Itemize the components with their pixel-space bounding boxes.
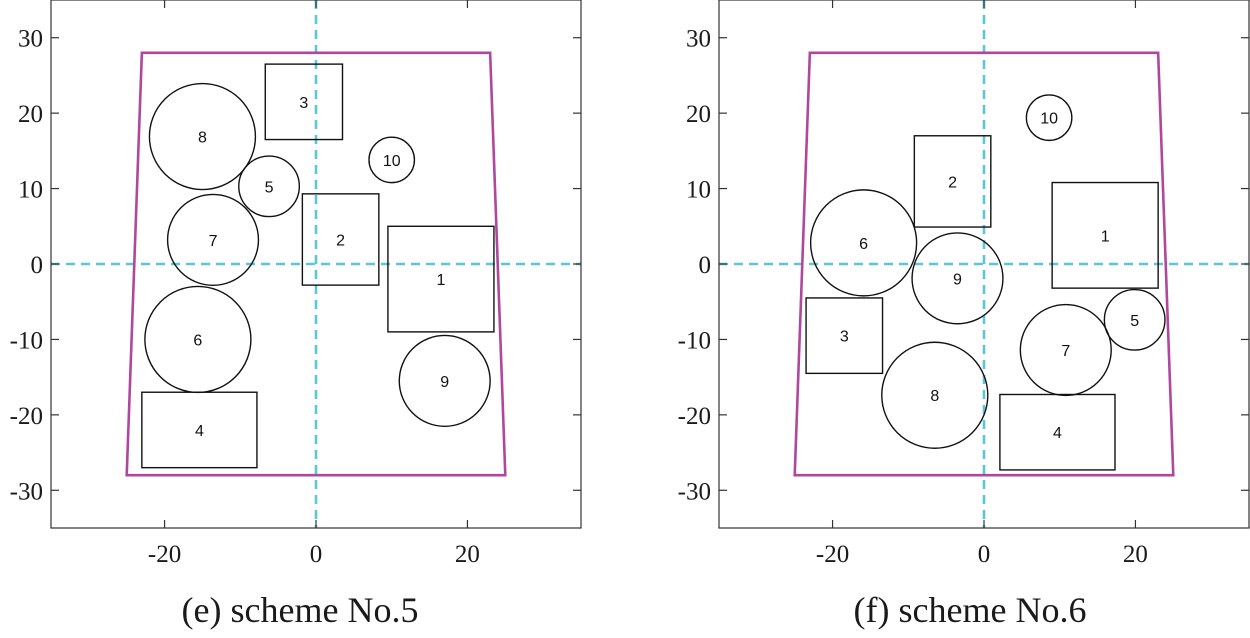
object-label-9: 9 — [953, 271, 962, 288]
object-label-5: 5 — [1130, 313, 1139, 330]
object-label-7: 7 — [209, 233, 218, 250]
x-tick-label: -20 — [148, 541, 181, 568]
y-tick-label: 20 — [686, 101, 711, 128]
object-label-1: 1 — [1101, 228, 1110, 245]
y-tick-label: -10 — [10, 327, 43, 354]
object-label-4: 4 — [195, 423, 204, 440]
tick-labels: 30 20 10 0 -10 -20 -30 -20 0 20 — [10, 26, 480, 568]
rect-object-1 — [1051, 181, 1159, 289]
circle-object-8 — [881, 341, 989, 449]
x-tick-label: -20 — [816, 541, 849, 568]
layout-objects: 1 2 3 4 5 6 7 8 9 10 — [805, 94, 1166, 471]
circle-object-5 — [238, 155, 301, 218]
x-tick-label: 20 — [455, 541, 480, 568]
circle-object-7 — [166, 193, 260, 286]
tick-marks — [51, 0, 581, 528]
object-label-6: 6 — [859, 236, 868, 253]
y-tick-label: -20 — [678, 403, 711, 430]
x-tick-label: 0 — [310, 541, 323, 568]
y-tick-label: 0 — [699, 252, 712, 279]
layout-objects: 1 2 3 4 5 6 7 8 9 10 — [141, 63, 495, 469]
rect-object-2 — [301, 193, 380, 286]
boundary-outline — [125, 51, 507, 477]
object-label-3: 3 — [299, 95, 308, 112]
object-label-5: 5 — [265, 179, 274, 196]
rect-object-3 — [805, 297, 884, 375]
y-tick-label: -30 — [678, 478, 711, 505]
y-tick-label: 10 — [18, 177, 43, 204]
axis-lines — [719, 0, 1249, 528]
panel-caption: (f) scheme No.6 — [854, 590, 1087, 630]
boundary-polygon — [793, 51, 1175, 477]
y-tick-label: -20 — [10, 403, 43, 430]
x-tick-label: 0 — [978, 541, 991, 568]
rect-object-2 — [913, 135, 992, 228]
object-label-6: 6 — [193, 332, 202, 349]
circle-object-9 — [911, 232, 1004, 325]
object-label-8: 8 — [930, 388, 939, 405]
y-tick-label: 10 — [686, 177, 711, 204]
circle-object-10 — [1025, 94, 1073, 142]
circle-object-5 — [1103, 288, 1166, 351]
circle-object-9 — [398, 334, 491, 428]
object-label-10: 10 — [383, 153, 401, 170]
axis-lines — [51, 0, 581, 528]
object-label-7: 7 — [1061, 343, 1070, 360]
object-label-8: 8 — [198, 130, 207, 147]
boundary-polygon — [125, 51, 507, 477]
rect-object-3 — [264, 63, 344, 141]
circle-object-6 — [144, 285, 252, 394]
y-tick-label: 0 — [31, 252, 44, 279]
y-tick-label: 30 — [18, 26, 43, 53]
rect-object-1 — [387, 225, 495, 333]
circle-object-6 — [809, 189, 918, 297]
object-label-9: 9 — [440, 374, 449, 391]
object-label-3: 3 — [840, 329, 849, 346]
object-label-4: 4 — [1053, 425, 1062, 442]
circle-object-8 — [148, 82, 257, 191]
x-tick-label: 20 — [1123, 541, 1148, 568]
tick-labels: 30 20 10 0 -10 -20 -30 -20 0 20 — [678, 26, 1148, 568]
circle-object-10 — [368, 136, 416, 184]
y-tick-label: -10 — [678, 327, 711, 354]
object-label-2: 2 — [336, 232, 345, 249]
panel-scheme-6: 1 2 3 4 5 6 7 8 9 10 30 20 10 0 -10 -20 -30 -20 0 20 (f) s… — [678, 0, 1250, 630]
boundary-outline — [793, 51, 1175, 477]
tick-marks — [719, 0, 1249, 528]
panel-scheme-5: 1 2 3 4 5 6 7 8 9 10 30 20 10 0 -10 -20 -30 -20 0 20 (e) s… — [10, 0, 582, 630]
object-label-2: 2 — [948, 174, 957, 191]
y-tick-label: 30 — [686, 26, 711, 53]
circle-object-7 — [1019, 303, 1112, 397]
panel-caption: (e) scheme No.5 — [182, 590, 419, 630]
y-tick-label: -30 — [10, 478, 43, 505]
object-label-1: 1 — [436, 272, 445, 289]
y-tick-label: 20 — [18, 101, 43, 128]
object-label-10: 10 — [1040, 111, 1058, 128]
